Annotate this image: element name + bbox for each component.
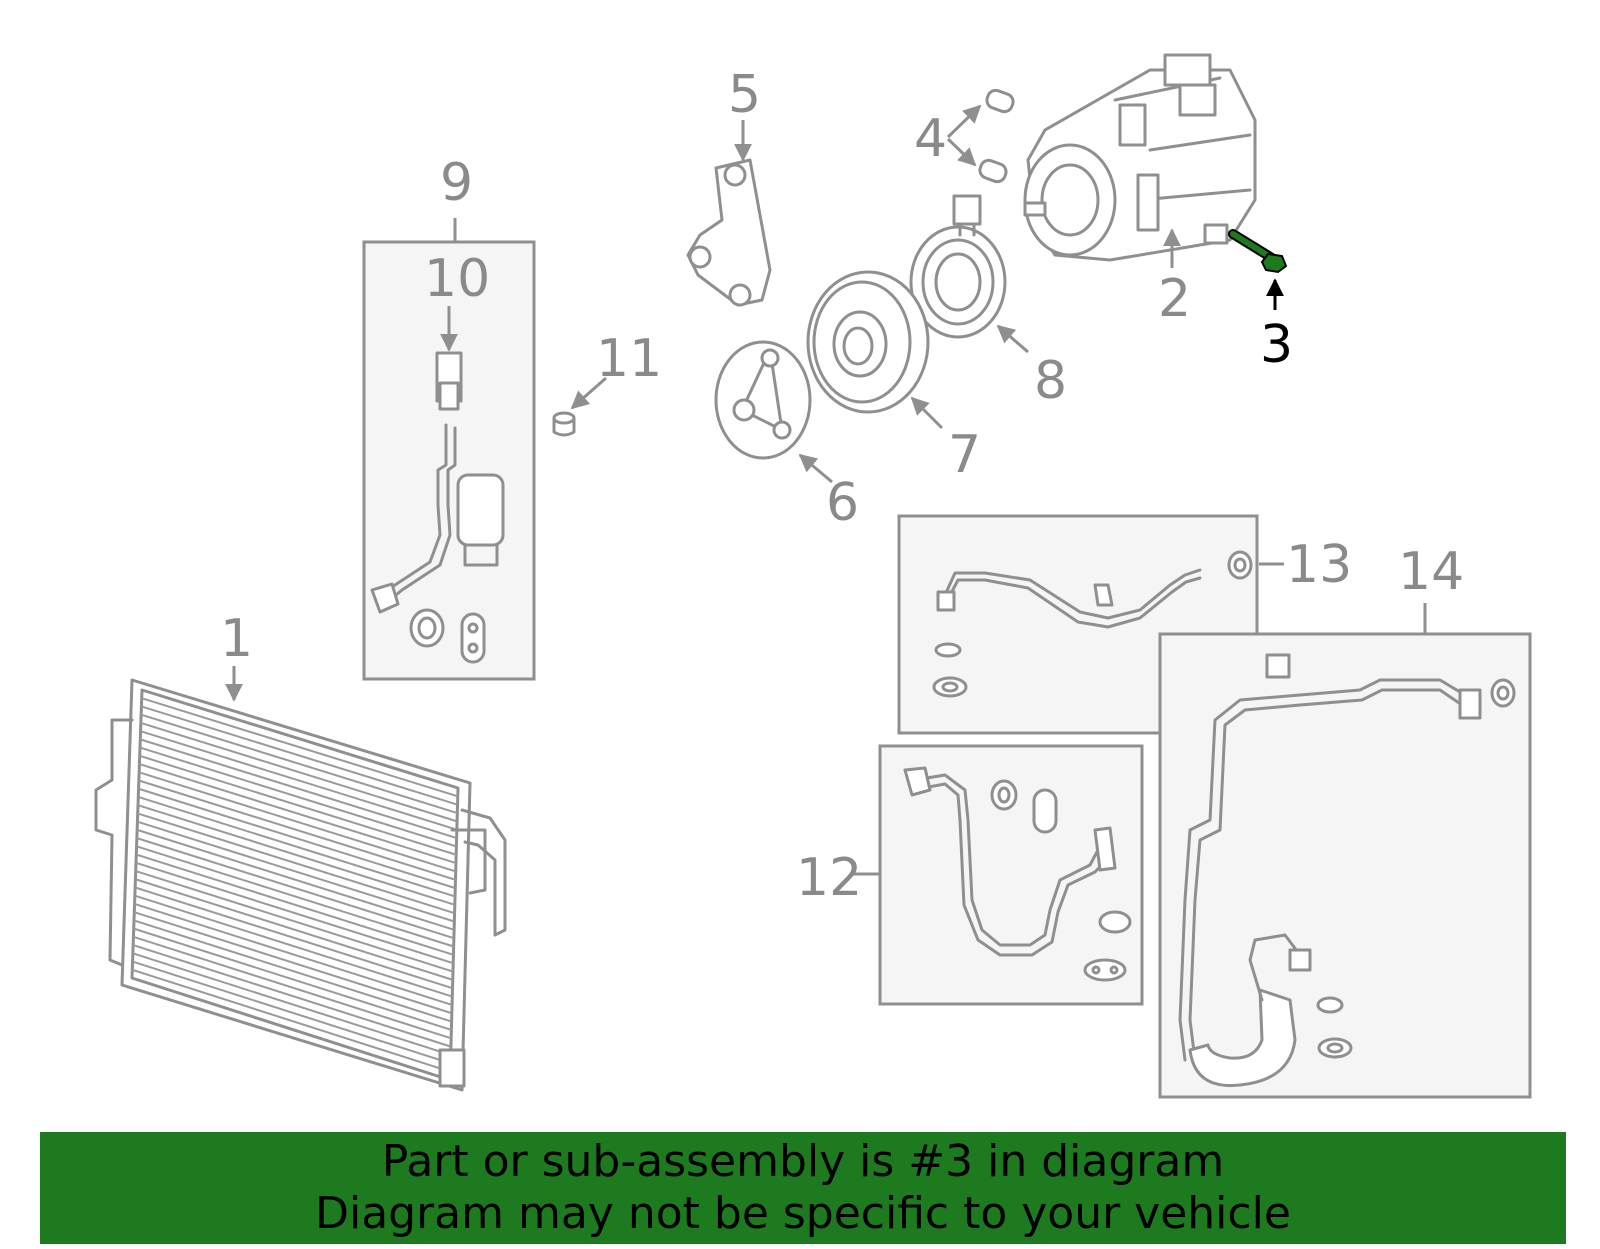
condenser-fin [134, 902, 453, 1006]
condenser-fin [137, 820, 455, 923]
condenser-fin [132, 952, 451, 1056]
banner-line-1: Part or sub-assembly is #3 in diagram [381, 1136, 1225, 1187]
condenser-fin [132, 960, 451, 1065]
condenser-fin [140, 713, 458, 814]
condenser-fin [138, 771, 457, 873]
label-4: 4 [914, 109, 947, 169]
condenser-fin [134, 886, 453, 990]
condenser-fin [133, 911, 453, 1015]
condenser-fin [138, 779, 456, 881]
condenser-fin [133, 919, 452, 1023]
condenser-fin [139, 738, 457, 840]
hose-box-14[interactable] [1158, 632, 1532, 1099]
condenser-fin [135, 878, 454, 981]
notice-banner: Part or sub-assembly is #3 in diagram Di… [40, 1132, 1566, 1244]
condenser-fin [137, 796, 456, 898]
condenser-fin [140, 730, 458, 831]
condenser-fin [133, 927, 452, 1031]
condenser-fin [139, 746, 457, 848]
label-12: 12 [796, 848, 862, 908]
hose-box-12[interactable] [878, 744, 1144, 1006]
label-8: 8 [1034, 351, 1067, 411]
clutch-plate-part-6[interactable] [714, 340, 812, 460]
condenser-fin [131, 968, 451, 1073]
condenser-fin [136, 837, 455, 940]
condenser-fin [135, 861, 454, 965]
condenser-fin [141, 697, 459, 798]
bolt-part-3[interactable] [1228, 229, 1288, 274]
cap-part-11[interactable] [552, 411, 576, 437]
condenser-fin [141, 705, 458, 806]
bracket-part-5[interactable] [686, 158, 772, 307]
condenser-fin [136, 845, 454, 948]
label-9: 9 [440, 153, 473, 213]
condenser-fin [138, 787, 456, 890]
label-6: 6 [826, 473, 859, 533]
pulley-part-7[interactable] [806, 270, 930, 414]
condenser-fin [137, 812, 455, 915]
condenser-fin [134, 894, 453, 998]
condenser-fin [140, 721, 458, 823]
label-3: 3 [1260, 315, 1293, 375]
condenser-fin [135, 853, 454, 956]
condenser-fin [139, 763, 457, 865]
label-10: 10 [424, 249, 490, 309]
condenser-fin [135, 870, 454, 973]
dowels-part-4[interactable] [978, 88, 1016, 184]
label-13: 13 [1286, 535, 1352, 595]
condenser-fin [133, 935, 452, 1040]
label-11: 11 [596, 329, 662, 389]
compressor-part-2[interactable] [1023, 53, 1257, 262]
condenser-fin [137, 804, 456, 906]
condenser-fin [136, 828, 455, 931]
clutch-coil-part-8[interactable] [909, 194, 1007, 339]
label-2: 2 [1158, 269, 1191, 329]
label-7: 7 [948, 425, 981, 485]
condenser-fin [139, 754, 457, 856]
label-5: 5 [728, 65, 761, 125]
condenser-fin [132, 944, 452, 1048]
label-1: 1 [220, 609, 253, 669]
condenser-part-1[interactable] [94, 678, 507, 1092]
label-14: 14 [1398, 542, 1464, 602]
banner-line-2: Diagram may not be specific to your vehi… [315, 1188, 1291, 1239]
